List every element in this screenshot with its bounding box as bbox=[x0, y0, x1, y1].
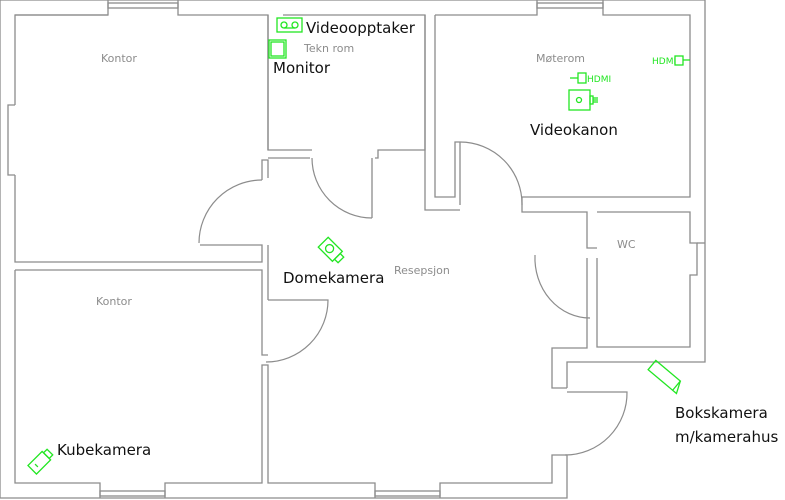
projector-icon bbox=[568, 89, 598, 111]
kubekamera-label: Kubekamera bbox=[57, 441, 151, 459]
videoopptaker-icon bbox=[276, 17, 303, 33]
room-label-wc: WC bbox=[617, 238, 636, 251]
room-label-kontor-top: Kontor bbox=[101, 52, 137, 65]
door-kontor-bottom bbox=[265, 299, 329, 363]
door-kontor-top bbox=[198, 179, 263, 244]
bokskamera-label-line2: m/kamerahus bbox=[675, 428, 778, 446]
hdmi-projector-connector-icon bbox=[570, 72, 587, 84]
door-entrance bbox=[564, 391, 628, 456]
hdmi-wall-label: HDMI bbox=[652, 57, 676, 67]
bokskamera-label-line1: Bokskamera bbox=[675, 404, 768, 422]
room-label-resepsjon: Resepsjon bbox=[394, 264, 450, 277]
room-label-moterom: Møterom bbox=[536, 52, 585, 65]
domekamera-label: Domekamera bbox=[283, 269, 384, 287]
room-label-tekn-rom: Tekn rom bbox=[303, 42, 354, 55]
door-wc bbox=[534, 254, 591, 319]
monitor-icon bbox=[268, 39, 287, 59]
door-moterom bbox=[459, 141, 523, 206]
room-label-kontor-bottom: Kontor bbox=[96, 295, 132, 308]
monitor-label: Monitor bbox=[273, 59, 331, 77]
hdmi-projector-label: HDMI bbox=[587, 75, 611, 85]
dome-camera-icon bbox=[317, 236, 345, 264]
videokanon-label: Videokanon bbox=[530, 121, 618, 139]
walls bbox=[0, 0, 706, 499]
door-tekn-rom bbox=[311, 157, 373, 219]
cube-camera-icon bbox=[27, 448, 54, 475]
videoopptaker-label: Videoopptaker bbox=[306, 19, 416, 37]
box-camera-icon bbox=[647, 359, 682, 395]
hdmi-wall-outlet-icon bbox=[674, 55, 690, 66]
doors bbox=[198, 141, 628, 456]
